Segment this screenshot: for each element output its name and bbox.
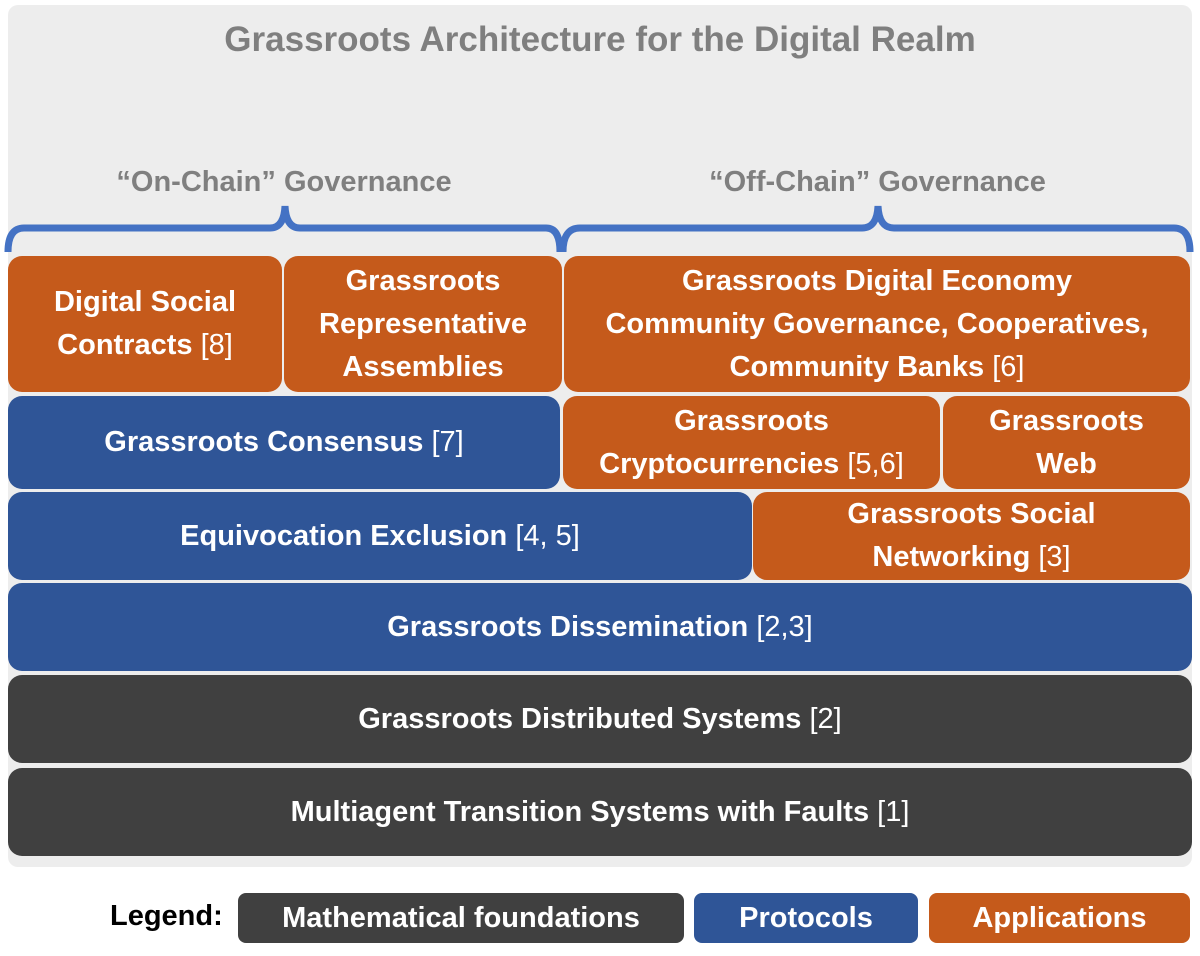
- box-line: Grassroots Digital Economy: [682, 260, 1072, 303]
- box-text: Community Governance, Cooperatives,: [605, 307, 1149, 340]
- box-text: Grassroots Digital Economy: [682, 264, 1072, 297]
- box-line: Multiagent Transition Systems with Fault…: [291, 791, 910, 834]
- box-text: Multiagent Transition Systems with Fault…: [290, 795, 878, 828]
- box-line: Grassroots: [346, 260, 501, 303]
- off-chain-governance-label: “Off-Chain” Governance: [709, 166, 1046, 198]
- box-line: Contracts [8]: [57, 324, 233, 367]
- box-dissemination: Grassroots Dissemination [2,3]: [8, 583, 1192, 671]
- box-equivocation-exclusion: Equivocation Exclusion [4, 5]: [8, 492, 752, 580]
- citation-ref: [7]: [431, 426, 464, 458]
- box-text: Equivocation Exclusion: [180, 519, 516, 552]
- governance-brackets: [4, 205, 1194, 253]
- box-line: Web: [1036, 443, 1097, 486]
- box-text: Web: [1036, 447, 1097, 480]
- box-consensus: Grassroots Consensus [7]: [8, 396, 560, 489]
- off-chain-bracket: [559, 205, 1194, 253]
- box-text: Networking: [872, 541, 1039, 573]
- box-line: Grassroots Consensus [7]: [104, 421, 463, 464]
- box-line: Grassroots Distributed Systems [2]: [358, 698, 842, 741]
- box-text: Grassroots Distributed Systems: [358, 702, 810, 735]
- box-text: Grassroots: [989, 404, 1144, 437]
- on-chain-bracket: [4, 205, 564, 253]
- box-text: Assemblies: [342, 350, 504, 383]
- box-line: Community Banks [6]: [730, 346, 1025, 389]
- diagram-title: Grassroots Architecture for the Digital …: [224, 20, 976, 59]
- box-line: Grassroots: [674, 400, 829, 443]
- box-text: Grassroots Dissemination: [387, 610, 757, 643]
- citation-ref: [2,3]: [756, 610, 813, 643]
- box-line: Grassroots: [989, 400, 1144, 443]
- box-line: Networking [3]: [872, 536, 1070, 579]
- box-text: Contracts: [57, 329, 201, 361]
- box-line: Representative: [319, 303, 527, 346]
- legend-mathematical-foundations: Mathematical foundations: [238, 893, 684, 943]
- box-text: Grassroots Social: [847, 498, 1096, 530]
- citation-ref: [3]: [1038, 541, 1071, 573]
- legend-protocols: Protocols: [694, 893, 918, 943]
- box-line: Cryptocurrencies [5,6]: [599, 443, 904, 486]
- box-text: Digital Social: [53, 286, 237, 318]
- citation-ref: [2]: [809, 702, 842, 735]
- citation-ref: [5,6]: [847, 447, 904, 480]
- box-text: Grassroots Consensus: [104, 426, 432, 458]
- legend-applications: Applications: [929, 893, 1190, 943]
- legend-label: Legend:: [110, 900, 223, 932]
- citation-ref: [6]: [992, 350, 1025, 383]
- box-line: Grassroots Social: [847, 493, 1095, 536]
- box-multiagent-transition-systems: Multiagent Transition Systems with Fault…: [8, 768, 1192, 856]
- box-line: Digital Social: [54, 281, 236, 324]
- box-text: Grassroots: [345, 264, 501, 297]
- box-line: Grassroots Dissemination [2,3]: [387, 606, 813, 649]
- box-line: Assemblies: [342, 346, 503, 389]
- citation-ref: [1]: [877, 795, 910, 828]
- citation-ref: [8]: [200, 329, 233, 361]
- box-text: Representative: [319, 307, 527, 340]
- box-text: Grassroots: [674, 404, 829, 437]
- box-text: Cryptocurrencies: [599, 447, 848, 480]
- box-text: Community Banks: [729, 350, 993, 383]
- box-line: Equivocation Exclusion [4, 5]: [180, 515, 580, 558]
- on-chain-governance-label: “On-Chain” Governance: [116, 166, 452, 198]
- box-line: Community Governance, Cooperatives,: [605, 303, 1148, 346]
- citation-ref: [4, 5]: [515, 519, 580, 552]
- box-distributed-systems: Grassroots Distributed Systems [2]: [8, 675, 1192, 763]
